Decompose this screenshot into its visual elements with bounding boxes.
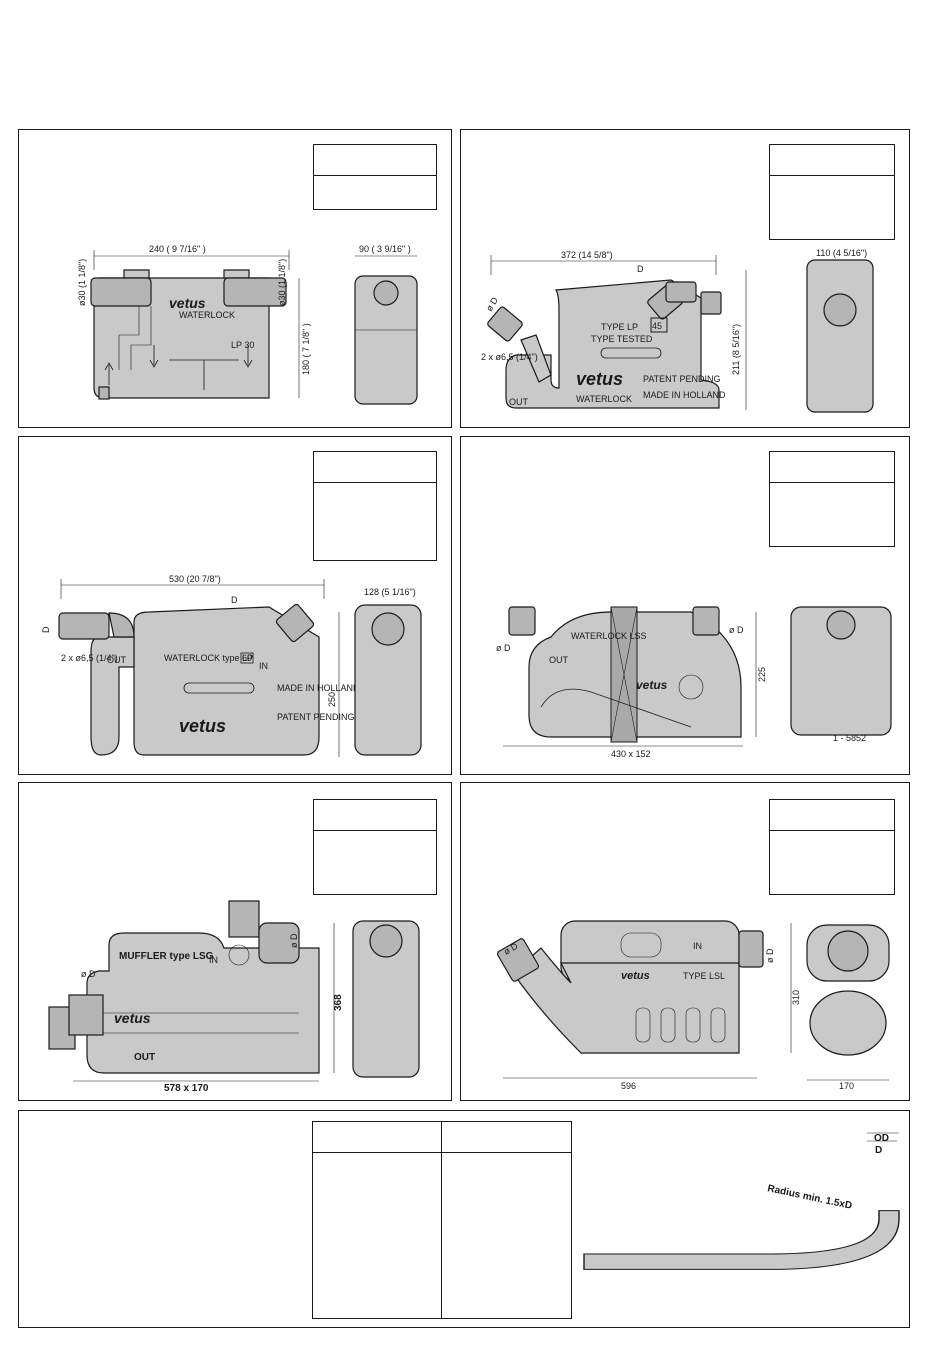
patent-label: PATENT PENDING [277,712,355,722]
panel-hose: OD D Radius min. 1.5xD [18,1110,910,1328]
panel-lsl: vetus TYPE LSL IN ø D ø D 310 596 170 [460,782,910,1101]
dim-od-left: ø D [496,643,511,653]
type-number: 60 [242,653,252,663]
dim-width: 530 (20 7/8") [169,574,221,584]
drawing-lp45: TYPE LP 45 TYPE TESTED vetus WATERLOCK P… [481,248,874,413]
dim-height: 211 (8 5/16") [731,324,741,375]
drawing-lss: WATERLOCK LSS OUT vetus ø D ø D 225 430 … [496,606,892,759]
dim-depth: 128 (5 1/16") [364,587,416,597]
in-label: IN [259,661,268,671]
dim-width: 578 x 170 [164,1083,209,1094]
dim-depth: 110 (4 5/16") [816,248,867,258]
dim-holes: 2 x ø6,5 (1/4") [61,653,118,663]
model-label: LP 30 [231,340,254,350]
dim-width: 596 [621,1081,636,1091]
drawing-lp60: WATERLOCK type LP 60 vetus MADE IN HOLLA… [41,574,422,757]
dim-od-left: ø D [81,969,96,979]
spec-box-lsl [769,799,895,895]
patent-label: PATENT PENDING [643,374,721,384]
brand-label: vetus [169,295,206,311]
brand-label: vetus [636,678,668,692]
ref-label: 1 - 5852 [833,733,866,743]
in-label: IN [693,941,702,951]
dim-depth: 170 [839,1081,854,1091]
hose-table [312,1121,572,1319]
dim-od-right: ø D [765,948,775,963]
out-label: OUT [549,655,569,665]
panel-lp60: WATERLOCK type LP 60 vetus MADE IN HOLLA… [18,436,452,775]
brand-label: vetus [179,716,226,736]
dim-d: D [637,264,644,274]
dim-d: D [231,595,238,605]
brand-label: vetus [576,369,623,389]
dim-height: 180 ( 7 1/8" ) [301,323,311,375]
radius-label: Radius min. 1.5xD [766,1183,853,1212]
dim-width: 372 (14 5/8") [561,250,613,260]
lss-label: WATERLOCK LSS [571,631,647,641]
type-tested: TYPE TESTED [591,334,653,344]
spec-box-lsg [313,799,437,895]
lsl-label: TYPE LSL [683,971,725,981]
panel-lp30: vetus WATERLOCK LP 30 240 ( 9 7/16" ) ø3… [18,129,452,428]
dim-od-right: ø D [729,625,744,635]
drawing-lsg: MUFFLER type LSG IN vetus OUT ø D ø D 36… [48,900,420,1094]
spec-box-lp45 [769,144,895,240]
dim-holes: 2 x ø6,5 (1/4") [481,352,538,362]
type-label: TYPE LP [601,322,638,332]
panel-lsg: MUFFLER type LSG IN vetus OUT ø D ø D 36… [18,782,452,1101]
spec-box-lp60 [313,451,437,561]
out-label: OUT [134,1052,155,1063]
d-label: D [875,1145,882,1156]
dim-depth: 90 ( 3 9/16" ) [359,244,411,254]
dim-pipe-left: ø30 (1 1/8") [77,259,87,306]
type-number: 45 [652,321,662,331]
spec-box-lp30 [313,144,437,210]
lp60-label: WATERLOCK type LP [164,653,253,663]
brand-label: vetus [621,970,650,982]
spec-box-lss [769,451,895,547]
panel-lss: WATERLOCK LSS OUT vetus ø D ø D 225 430 … [460,436,910,775]
dim-od: D [41,626,51,633]
out-label: OUT [107,655,127,665]
panel-lp45: TYPE LP 45 TYPE TESTED vetus WATERLOCK P… [460,129,910,428]
brand-label: vetus [114,1010,151,1026]
waterlock-label: WATERLOCK [576,394,632,404]
od-label: OD [874,1133,889,1144]
lsg-label: MUFFLER type LSG [119,951,214,962]
drawing-lsl: vetus TYPE LSL IN ø D ø D 310 596 170 [497,920,890,1091]
out-label: OUT [509,397,529,407]
waterlock-label: WATERLOCK [179,310,235,320]
dim-height: 225 [757,667,767,682]
dim-pipe-right: ø30 (1 1/8") [277,259,287,306]
hose-drawing: OD D Radius min. 1.5xD [583,1132,900,1270]
in-label: IN [209,955,218,965]
dim-height: 310 [791,990,801,1005]
dim-height: 368 [333,994,344,1011]
made-label: MADE IN HOLLAND [277,683,360,693]
dim-width: 430 x 152 [611,749,651,759]
dim-od-top: ø D [289,933,299,948]
dim-width: 240 ( 9 7/16" ) [149,244,206,254]
drawing-lp30: vetus WATERLOCK LP 30 240 ( 9 7/16" ) ø3… [77,244,418,405]
dim-height: 250 [327,692,337,707]
made-label: MADE IN HOLLAND [643,390,726,400]
